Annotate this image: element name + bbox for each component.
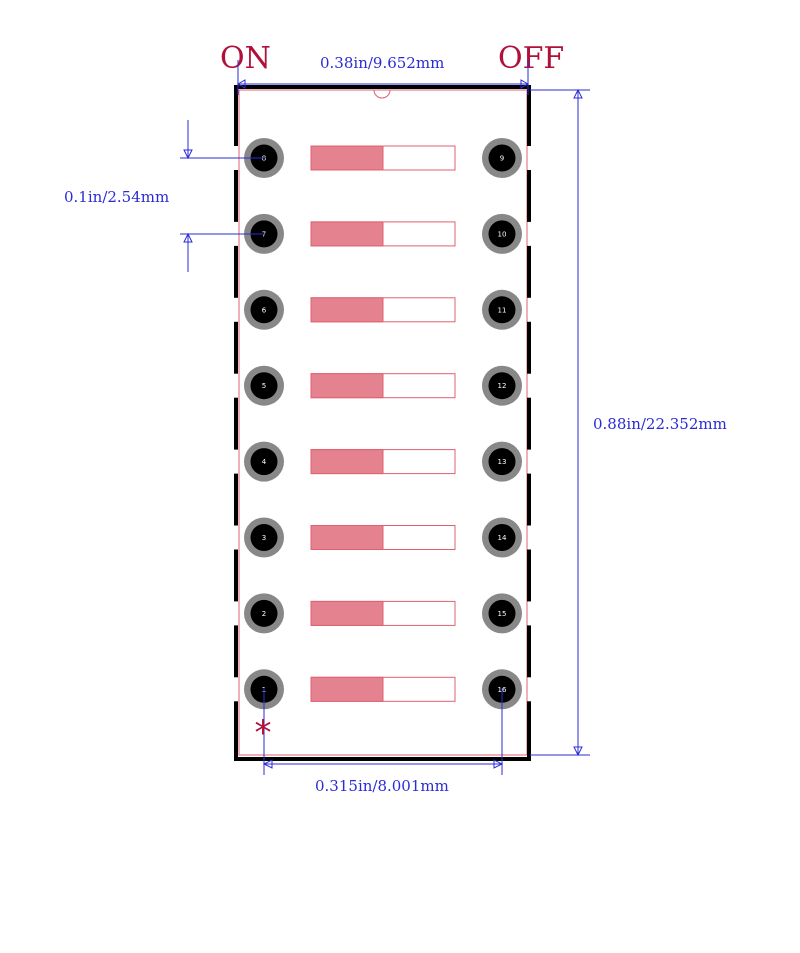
pad-hole <box>250 372 278 400</box>
switch-1 <box>310 676 456 702</box>
height-label: 0.88in/22.352mm <box>593 415 727 433</box>
switch-actuator <box>310 676 384 702</box>
pad-hole <box>250 296 278 324</box>
pin-number: 9 <box>500 155 504 163</box>
outline-side-segments <box>234 87 531 759</box>
pin-number: 11 <box>498 306 507 314</box>
pin-number: 14 <box>498 534 507 542</box>
pad-hole <box>250 448 278 476</box>
off-label: OFF <box>498 41 564 76</box>
switch-8 <box>310 145 456 171</box>
switch-3 <box>310 525 456 550</box>
switch-6 <box>310 297 456 323</box>
pad-3: 3 <box>244 517 284 558</box>
pad-4: 4 <box>244 441 284 482</box>
top-width-label: 0.38in/9.652mm <box>320 54 444 72</box>
pin-number: 4 <box>262 458 267 466</box>
pitch-label: 0.1in/2.54mm <box>64 188 169 206</box>
switch-4 <box>310 449 456 475</box>
pin-number: 10 <box>498 230 507 238</box>
pad-hole <box>488 220 516 248</box>
pad-9: 9 <box>482 138 522 178</box>
pad-15: 15 <box>482 593 522 634</box>
pad-13: 13 <box>482 441 522 482</box>
pad-hole <box>488 448 516 476</box>
silk-outline <box>238 89 528 756</box>
pad-array: 89710611512413314215116 <box>244 138 522 710</box>
pad-hole <box>488 296 516 324</box>
bottom-width-label: 0.315in/8.001mm <box>315 777 449 795</box>
pin-number: 3 <box>262 534 266 542</box>
switch-actuator <box>310 449 384 475</box>
switch-actuator <box>310 600 384 626</box>
pad-11: 11 <box>482 289 522 330</box>
pad-6: 6 <box>244 289 284 330</box>
pin-number: 5 <box>262 382 266 390</box>
pitch-dimension: 0.1in/2.54mm <box>64 120 265 272</box>
switch-actuator <box>310 221 384 247</box>
switch-array <box>310 145 456 702</box>
pin-number: 12 <box>498 382 507 390</box>
orientation-notch <box>373 89 391 99</box>
switch-actuator <box>310 145 384 171</box>
switch-actuator <box>310 373 384 399</box>
pad-hole <box>488 144 516 172</box>
pad-hole <box>488 599 516 627</box>
height-dimension: 0.88in/22.352mm <box>530 88 727 757</box>
pad-2: 2 <box>244 593 284 634</box>
pad-hole <box>488 524 516 551</box>
switch-5 <box>310 373 456 399</box>
switch-7 <box>310 221 456 247</box>
pad-14: 14 <box>482 517 522 558</box>
pin-number: 2 <box>262 610 266 618</box>
pin-number: 6 <box>262 306 267 314</box>
pin-number: 15 <box>498 610 507 618</box>
pad-hole <box>250 599 278 627</box>
pin1-marker: * <box>255 713 272 753</box>
top-width-dimension: 0.38in/9.652mm <box>236 54 530 95</box>
pad-hole <box>488 372 516 400</box>
pad-12: 12 <box>482 365 522 406</box>
on-label: ON <box>220 41 271 76</box>
pad-5: 5 <box>244 365 284 406</box>
switch-2 <box>310 600 456 626</box>
pin-number: 13 <box>498 458 507 466</box>
pad-10: 10 <box>482 213 522 254</box>
switch-actuator <box>310 297 384 323</box>
switch-actuator <box>310 525 384 550</box>
bottom-width-dimension: 0.315in/8.001mm <box>262 688 504 795</box>
component-body <box>234 85 531 761</box>
pad-hole <box>250 524 278 551</box>
